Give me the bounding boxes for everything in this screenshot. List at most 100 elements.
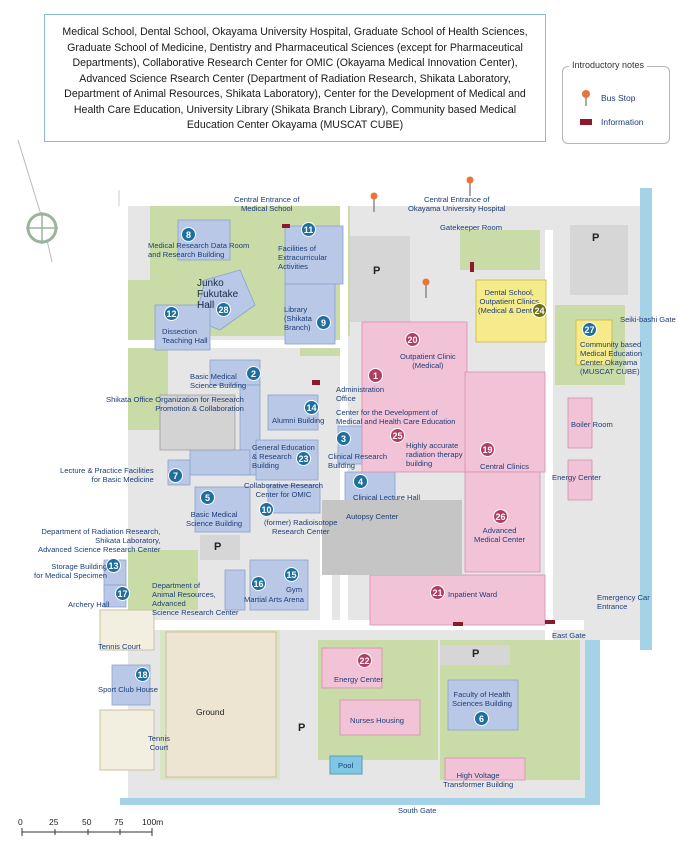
label-archery-hall: Archery Hall bbox=[68, 600, 110, 609]
marker-20: 20 bbox=[405, 332, 420, 347]
parking-label: P bbox=[592, 232, 600, 244]
parking-label: P bbox=[298, 722, 306, 734]
marker-8: 8 bbox=[181, 227, 196, 242]
marker-4: 4 bbox=[353, 474, 368, 489]
label-energy-center-south: Energy Center bbox=[334, 675, 383, 684]
marker-1: 1 bbox=[368, 368, 383, 383]
label-high-voltage: High Voltage Transformer Building bbox=[443, 771, 514, 789]
marker-24: 24 bbox=[532, 303, 547, 318]
marker-2: 2 bbox=[246, 366, 261, 381]
marker-6: 6 bbox=[474, 711, 489, 726]
label-autopsy-center: Autopsy Center bbox=[346, 512, 399, 521]
marker-17: 17 bbox=[115, 586, 130, 601]
marker-18: 18 bbox=[135, 667, 150, 682]
label-emergency-car-entrance: Emergency Car Entrance bbox=[597, 593, 650, 611]
label-dental-school: Dental School, Outpatient Clinics (Medic… bbox=[478, 288, 541, 315]
label-basic-medical-science-5: Basic Medical Science Building bbox=[186, 510, 243, 528]
label-dissection-hall: Dissection Teaching Hall bbox=[162, 327, 208, 345]
label-extracurricular: Facilities of Extracurricular Activities bbox=[278, 244, 327, 271]
scale-bar bbox=[21, 828, 153, 836]
label-central-clinics: Central Clinics bbox=[480, 462, 529, 471]
label-department-radiation: Department of Radiation Research, Shikat… bbox=[38, 527, 161, 554]
label-library: Library (Shikata Branch) bbox=[284, 305, 312, 332]
marker-9: 9 bbox=[316, 315, 331, 330]
label-center-development: Center for the Development of Medical an… bbox=[336, 408, 456, 426]
label-shikata-office: Shikata Office Organization for Research… bbox=[106, 395, 244, 413]
label-tennis-court-1: Tennis Court bbox=[98, 642, 141, 651]
label-inpatient-ward: Inpatient Ward bbox=[448, 590, 498, 599]
scale-tick-100m: 100m bbox=[142, 817, 164, 827]
bus-stop-icon bbox=[466, 176, 474, 196]
legend-box: Introductory notes Bus Stop Information bbox=[562, 60, 670, 144]
bus-stop-icon bbox=[370, 192, 378, 212]
label-south-gate: South Gate bbox=[398, 806, 437, 815]
label-lecture-practice: Lecture & Practice Facilities for Basic … bbox=[60, 466, 154, 484]
marker-28: 28 bbox=[216, 302, 231, 317]
label-pool: Pool bbox=[338, 761, 354, 770]
label-central-entrance-hospital: Central Entrance of Okayama University H… bbox=[408, 195, 506, 213]
bus-stop-icon bbox=[422, 278, 430, 298]
scale-tick-0: 0 bbox=[18, 817, 23, 827]
canal-east bbox=[640, 188, 652, 650]
pool-fill bbox=[329, 755, 363, 775]
label-animal-resources: Department of Animal Resources, Advanced… bbox=[152, 581, 239, 617]
label-outpatient-clinic: Outpatient Clinic (Medical) bbox=[400, 352, 456, 370]
label-seiki-bashi-gate: Seiki-bashi Gate bbox=[620, 315, 676, 324]
marker-19: 19 bbox=[480, 442, 495, 457]
label-martial-arts-arena: Martial Arts Arena bbox=[244, 595, 304, 604]
marker-26: 26 bbox=[493, 509, 508, 524]
label-gatekeeper-room: Gatekeeper Room bbox=[440, 223, 503, 232]
scale-tick-50: 50 bbox=[82, 817, 92, 827]
information-icon bbox=[282, 224, 555, 626]
gray-block bbox=[322, 500, 462, 575]
marker-21: 21 bbox=[430, 585, 445, 600]
campus-facilities-header: Medical School, Dental School, Okayama U… bbox=[44, 14, 546, 142]
label-energy-center-right: Energy Center bbox=[552, 473, 601, 482]
parking-label: P bbox=[214, 541, 222, 553]
label-tennis-court-2: Tennis Court bbox=[148, 734, 170, 752]
label-general-education: General Education & Research Building bbox=[252, 443, 315, 470]
legend-bus-stop-label: Bus Stop bbox=[601, 93, 636, 103]
marker-16: 16 bbox=[251, 576, 266, 591]
label-radioisotope: (former) Radioisotope Research Center bbox=[264, 518, 338, 536]
label-basic-medical-science-2: Basic Medical Science Building bbox=[190, 372, 247, 390]
label-muscat-cube: Community based Medical Education Center… bbox=[580, 340, 643, 376]
parking-west bbox=[200, 535, 240, 560]
marker-23: 23 bbox=[296, 451, 311, 466]
label-clinical-research: Clinical Research Building bbox=[328, 452, 388, 470]
courtyard-hatched bbox=[159, 394, 236, 451]
label-medical-research-data: Medical Research Data Room and Research … bbox=[148, 241, 250, 259]
label-nurses-housing: Nurses Housing bbox=[350, 716, 405, 725]
label-storage-building: Storage Building for Medical Specimen bbox=[34, 562, 108, 580]
scale-tick-75: 75 bbox=[114, 817, 124, 827]
label-advanced-medical-center: Advanced Medical Center bbox=[474, 526, 526, 544]
legend-information-label: Information bbox=[601, 117, 644, 127]
label-ground: Ground bbox=[196, 707, 225, 717]
marker-12: 12 bbox=[164, 306, 179, 321]
marker-3: 3 bbox=[336, 431, 351, 446]
label-alumni-building: Alumni Building bbox=[272, 416, 325, 425]
compass-icon bbox=[17, 139, 58, 263]
marker-22: 22 bbox=[357, 653, 372, 668]
marker-14: 14 bbox=[304, 400, 319, 415]
tennis-court-1 bbox=[99, 609, 155, 651]
marker-5: 5 bbox=[200, 490, 215, 505]
label-central-entrance-medical: Central Entrance of Medical School bbox=[234, 195, 300, 213]
legend-bus-stop: Bus Stop bbox=[577, 89, 636, 107]
marker-27: 27 bbox=[582, 322, 597, 337]
label-collaborative-omic: Collaborative Research Center for OMIC bbox=[244, 481, 323, 499]
header-text: Medical School, Dental School, Okayama U… bbox=[62, 26, 528, 131]
label-health-sciences: Faculty of Health Sciences Building bbox=[452, 690, 512, 708]
label-east-gate: East Gate bbox=[552, 631, 586, 640]
label-administration-office: Administration Office bbox=[336, 385, 385, 403]
tennis-court-2 bbox=[99, 709, 155, 771]
legend-title: Introductory notes bbox=[569, 60, 648, 70]
ground-field bbox=[165, 631, 277, 778]
marker-13: 13 bbox=[106, 558, 121, 573]
marker-7: 7 bbox=[168, 468, 183, 483]
label-clinical-lecture-hall: Clinical Lecture Hall bbox=[353, 493, 421, 502]
parking-east bbox=[570, 225, 628, 295]
label-sport-club-house: Sport Club House bbox=[98, 685, 158, 694]
marker-10: 10 bbox=[259, 502, 274, 517]
label-highly-accurate-radiation: Highly accurate radiation therapy buildi… bbox=[406, 441, 463, 468]
